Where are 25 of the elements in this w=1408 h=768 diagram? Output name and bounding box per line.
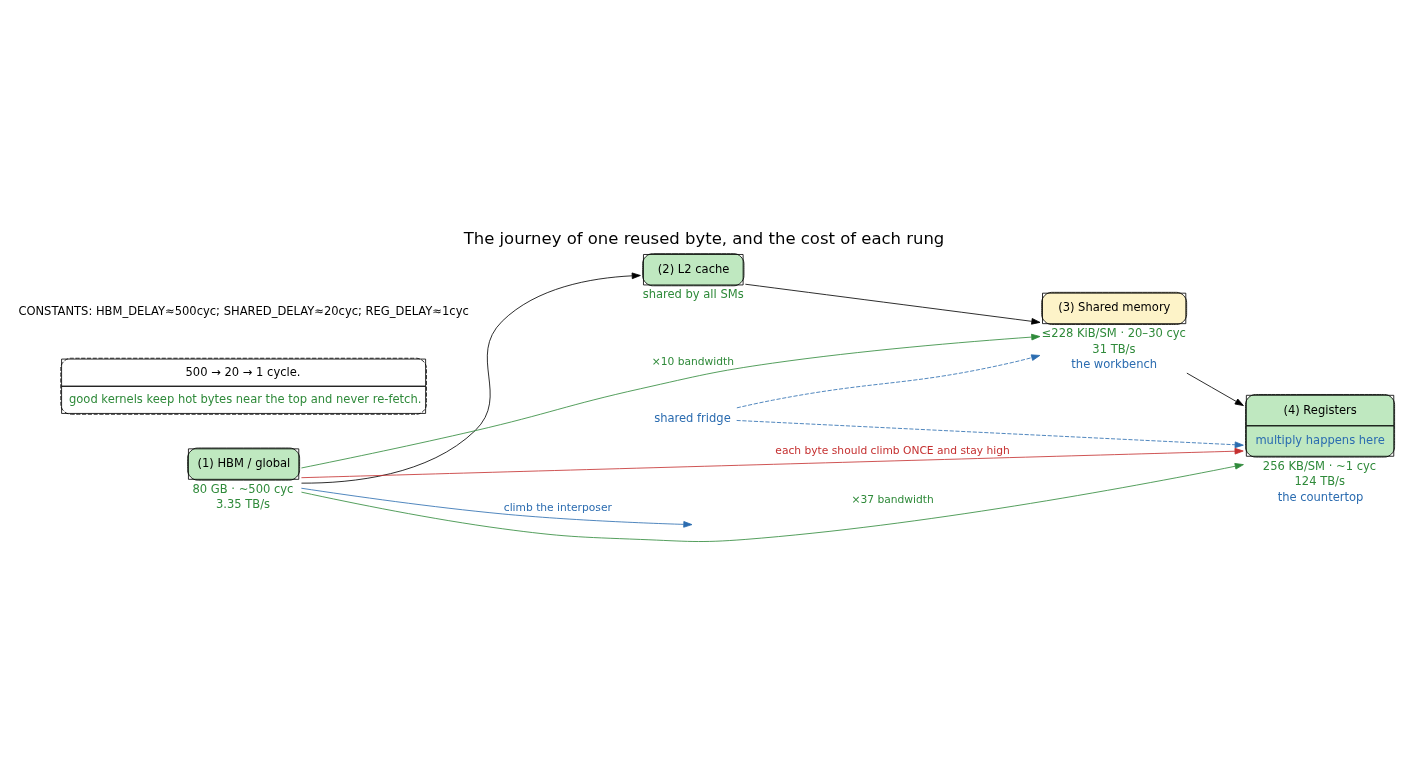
node-label: ≤228 KiB/SM · 20–30 cyc	[1041, 325, 1186, 340]
edge-label: each byte should climb ONCE and stay high	[775, 443, 1010, 457]
node-label: 80 GB · ~500 cyc	[192, 481, 294, 496]
edge-label: ×37 bandwidth	[851, 492, 934, 506]
edge-label: ×10 bandwidth	[651, 354, 735, 368]
node-label: 31 TB/s	[1092, 341, 1136, 356]
diagram-title: The journey of one reused byte, and the cost of each rung	[463, 228, 945, 248]
node-label: the countertop	[1277, 489, 1364, 504]
node-label: shared by all SMs	[642, 286, 744, 301]
node-label: 256 KB/SM · ~1 cyc	[1262, 458, 1377, 473]
node-label: 3.35 TB/s	[216, 496, 271, 511]
arrow	[300, 487, 693, 528]
arrow	[736, 419, 1244, 448]
arrow	[301, 272, 641, 484]
edge-label: climb the interposer	[503, 500, 612, 514]
arrow	[1186, 372, 1244, 406]
label: CONSTANTS: HBM_DELAY≈500cyc; SHARED_DELAY≈20cyc; REG_DELAY≈1cyc	[18, 303, 469, 318]
node-text: shared fridge	[654, 410, 731, 425]
node-label: the workbench	[1071, 356, 1158, 371]
node-label: 124 TB/s	[1294, 473, 1345, 488]
arrow	[301, 333, 1041, 468]
arrow	[736, 353, 1041, 408]
arrow	[301, 447, 1244, 478]
arrow	[744, 283, 1041, 325]
arrow	[301, 462, 1244, 542]
